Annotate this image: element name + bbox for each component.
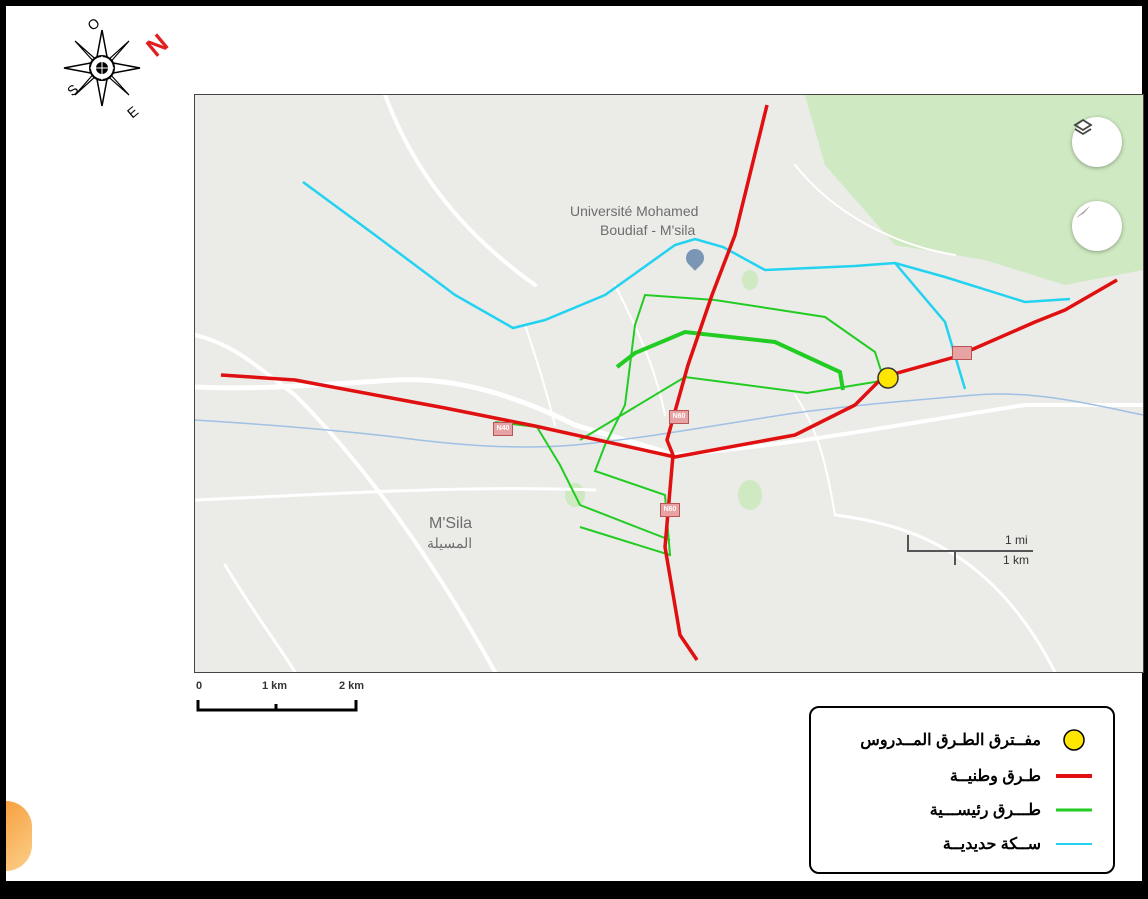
layers-button[interactable] xyxy=(1072,117,1122,167)
legend-line-icon xyxy=(1051,766,1097,786)
legend-line-icon xyxy=(1051,800,1097,820)
legend-item-intersection: مفــترق الطـرق المــدروس xyxy=(860,729,1097,751)
road-shield: N40 xyxy=(493,422,513,436)
legend-item-railway: ســكة حديديــة xyxy=(943,834,1097,854)
compass-icon xyxy=(1076,206,1090,218)
legend-label: طـــرق رئيســـية xyxy=(929,802,1041,819)
railway-line xyxy=(302,180,1071,330)
road-shield: N60 xyxy=(669,410,689,424)
scale-bar-line xyxy=(196,700,358,712)
compass-rose-icon xyxy=(63,29,141,107)
inset-scale-top-label: 1 mi xyxy=(1005,533,1028,547)
vegetation-patch xyxy=(738,480,762,510)
main-road-segment xyxy=(494,421,671,541)
railway-branch xyxy=(894,262,967,390)
scale-label-1: 1 km xyxy=(262,680,288,692)
inset-scale-bottom-label: 1 km xyxy=(1003,553,1030,567)
map-legend: مفــترق الطـرق المــدروس طـرق وطنيــة طـ… xyxy=(809,706,1115,874)
compass-button[interactable] xyxy=(1072,201,1122,251)
scale-label-0: 0 xyxy=(196,680,203,692)
edge-decoration xyxy=(6,801,32,871)
legend-line-icon xyxy=(1051,834,1097,854)
background-streets xyxy=(195,95,1143,672)
legend-circle-icon xyxy=(1051,729,1097,751)
scale-bar: 0 1 km 2 km xyxy=(194,678,374,718)
road-shield: N60 xyxy=(660,503,680,517)
city-label-arabic: المسيلة xyxy=(427,535,473,551)
map-canvas xyxy=(195,95,1143,672)
map-view[interactable]: Université Mohamed Boudiaf - M'sila M'Si… xyxy=(194,94,1144,673)
university-label-line1: Université Mohamed xyxy=(570,203,699,219)
vegetation-area xyxy=(805,95,1143,285)
city-label-latin: M'Sila xyxy=(429,515,473,532)
national-road-segment xyxy=(663,104,769,661)
legend-label: طـرق وطنيــة xyxy=(949,768,1041,785)
studied-intersection-marker xyxy=(877,367,899,389)
compass-rose: N O S E xyxy=(56,10,176,121)
page-frame: N O S E xyxy=(6,6,1144,881)
legend-item-main-road: طـــرق رئيســـية xyxy=(930,800,1097,820)
main-road-thick xyxy=(615,329,845,391)
legend-label: مفــترق الطـرق المــدروس xyxy=(860,732,1041,749)
vegetation-patch xyxy=(742,270,758,290)
wadi-river xyxy=(195,393,1143,448)
legend-item-national-road: طـرق وطنيــة xyxy=(950,766,1097,786)
national-road-segment xyxy=(220,278,1118,459)
university-label-line2: Boudiaf - M'sila xyxy=(600,222,696,238)
layers-icon xyxy=(1073,118,1093,136)
inset-scale-bar xyxy=(907,535,1033,565)
road-shield xyxy=(952,346,972,360)
scale-label-2: 2 km xyxy=(339,680,365,692)
main-road-segment xyxy=(579,375,888,441)
legend-label: ســكة حديديــة xyxy=(942,836,1041,853)
